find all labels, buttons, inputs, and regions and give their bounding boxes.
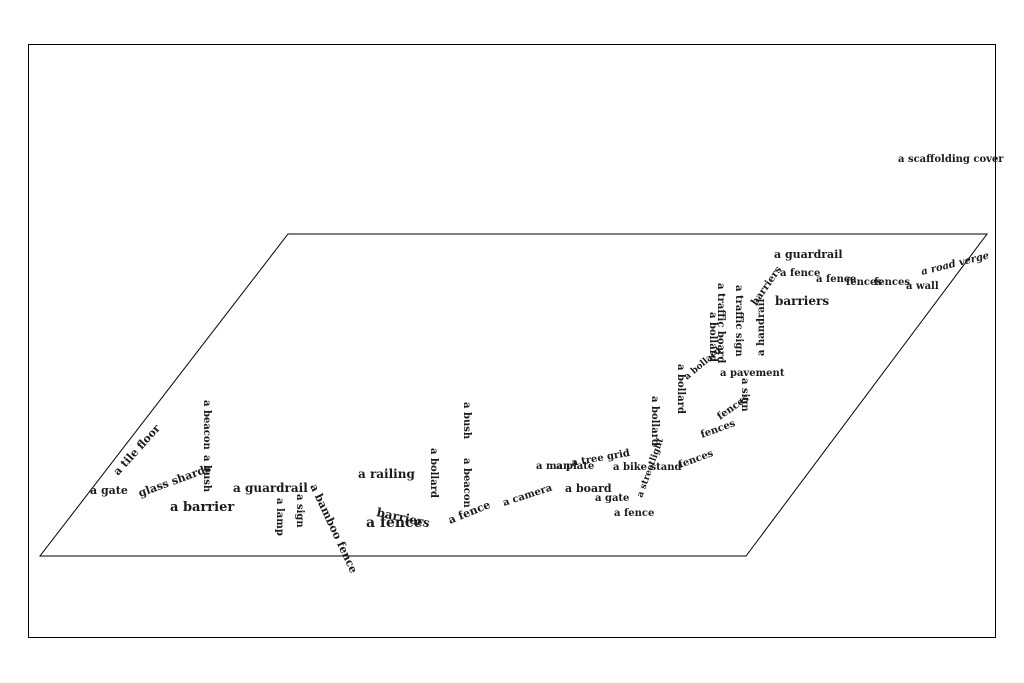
label-l20: a plate <box>556 461 594 472</box>
label-l32: a bollard <box>707 312 718 362</box>
label-l47: a wall <box>906 281 939 292</box>
label-l40: barriers <box>775 294 829 308</box>
label-l33: a pavement <box>720 368 785 379</box>
label-l18: a camera <box>502 482 555 508</box>
label-l37: a traffic board <box>715 283 726 363</box>
ground-plane <box>38 233 988 557</box>
label-l29: fences <box>699 418 737 441</box>
label-l15: a fence <box>366 515 423 531</box>
label-l44: fences <box>846 277 882 288</box>
label-l48: a scaffolding cover <box>898 154 1004 165</box>
label-l35: a handrail <box>756 298 767 356</box>
label-l23: a gate <box>595 493 629 504</box>
label-l4: a barrier <box>170 500 234 515</box>
label-l26: a bollard <box>649 396 660 446</box>
label-l28: fences <box>677 448 715 471</box>
label-l42: a fence <box>780 268 820 279</box>
label-l19: a man <box>536 461 571 472</box>
label-l41: a guardrail <box>774 248 843 261</box>
label-l34: a sign <box>739 378 750 412</box>
label-l14: a bamboo fence <box>307 482 360 575</box>
label-l46: a road verge <box>920 250 990 278</box>
outer-frame <box>28 44 996 638</box>
label-l1: a gate <box>90 484 128 497</box>
label-l9: a bollard <box>428 448 439 498</box>
label-l10: a bush <box>461 402 472 440</box>
label-l45: fences <box>874 277 910 288</box>
label-l22: a board <box>565 482 612 495</box>
label-l8: a railing <box>358 467 415 481</box>
label-l31: a bollard <box>675 364 686 414</box>
label-l13: a sign <box>294 494 305 528</box>
label-l5: a guardrail <box>233 481 308 495</box>
label-l11: a beacon <box>461 458 472 509</box>
label-l38: a traffic sign <box>733 285 744 357</box>
label-l24: a bike stand <box>613 462 682 473</box>
label-l43: a fence <box>816 274 856 285</box>
label-l7: a bush <box>201 455 212 493</box>
label-l12: a lamp <box>274 498 285 536</box>
label-l6: a beacon <box>201 400 212 451</box>
label-l25: a fence <box>614 508 654 519</box>
